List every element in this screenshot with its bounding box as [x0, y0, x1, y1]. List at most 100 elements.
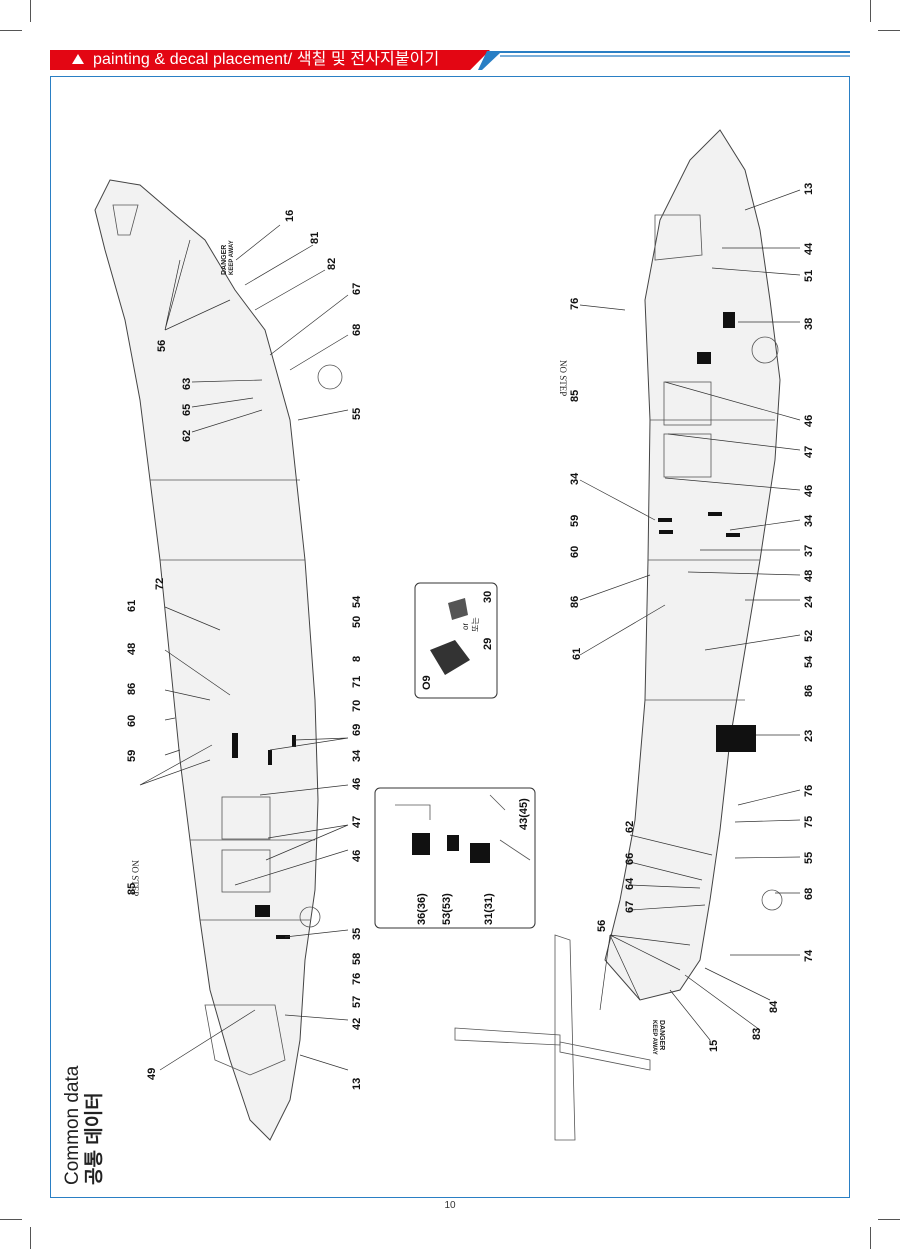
callout: 42 [351, 1018, 363, 1030]
callout: 75 [803, 816, 815, 828]
callout: 85 [126, 883, 138, 895]
callout: 46 [351, 850, 363, 862]
callout: 67 [351, 283, 363, 295]
callout: 59 [126, 750, 138, 762]
keep-away-stencil-bottom: KEEP AWAY [651, 1020, 657, 1055]
callout: 81 [309, 232, 321, 244]
inset-or-text: or [461, 623, 470, 630]
callout: 64 [624, 877, 636, 890]
page-title: painting & decal placement/ 색칠 및 전사지붙이기 [93, 51, 440, 68]
callout: 69 [351, 724, 363, 736]
keep-away-stencil: KEEP AWAY [229, 240, 235, 275]
callout: 13 [803, 183, 815, 195]
callout: 50 [351, 616, 363, 628]
callout: 72 [154, 578, 166, 590]
callout: 84 [768, 1000, 780, 1013]
callout: 15 [708, 1040, 720, 1052]
callout: 46 [803, 485, 815, 497]
callout: 58 [351, 953, 363, 965]
callout: 16 [284, 210, 296, 222]
callout: 48 [126, 643, 138, 655]
callout: 63 [181, 378, 193, 390]
mask-inset: or 또는 [414, 582, 498, 699]
callout: 65 [181, 404, 193, 416]
callout: 70 [351, 700, 363, 712]
callout: 86 [803, 685, 815, 697]
callout: 55 [803, 852, 815, 864]
crop-mark [870, 0, 871, 22]
callout: 60 [126, 715, 138, 727]
top-view-callouts: 16 81 82 67 68 55 56 63 65 62 72 61 54 5… [126, 210, 363, 1090]
detail-inset [374, 787, 536, 929]
crop-mark [30, 0, 31, 22]
header-arrow-icon [72, 54, 84, 64]
callout: 54 [803, 655, 815, 668]
callout: O9 [421, 675, 433, 690]
callout: 35 [351, 928, 363, 940]
callout: 38 [803, 318, 815, 330]
no-step-stencil-bottom: NO STEP [558, 360, 568, 396]
callout: 8 [351, 656, 363, 662]
callout: 56 [156, 340, 168, 352]
callout: 47 [803, 446, 815, 458]
callout: 61 [571, 648, 583, 660]
callout: 57 [351, 996, 363, 1008]
crop-mark [0, 1219, 22, 1220]
callout: 23 [803, 730, 815, 742]
crop-mark [878, 1219, 900, 1220]
callout: 71 [351, 676, 363, 688]
callout: 46 [803, 415, 815, 427]
callout: 66 [624, 853, 636, 865]
crop-mark [878, 30, 900, 31]
callout: 52 [803, 630, 815, 642]
callout: 49 [146, 1068, 158, 1080]
page-number: 10 [444, 1200, 456, 1211]
callout: 76 [569, 298, 581, 310]
callout: 76 [803, 785, 815, 797]
callout: 55 [351, 408, 363, 420]
crop-mark [870, 1227, 871, 1249]
danger-stencil-bottom: DANGER [658, 1020, 665, 1050]
content-frame [50, 76, 850, 1198]
callout: 56 [596, 920, 608, 932]
callout: 60 [569, 546, 581, 558]
callout: 86 [126, 683, 138, 695]
helicopter-top-view: DANGER KEEP AWAY NO STEP [94, 179, 343, 1141]
callout: 68 [351, 324, 363, 336]
callout: 44 [803, 242, 815, 255]
callout: 46 [351, 778, 363, 790]
inset-callouts: 29 30 O9 [421, 591, 494, 690]
callout: 62 [624, 821, 636, 833]
callout: 86 [569, 596, 581, 608]
callout: 82 [326, 258, 338, 270]
helicopter-bottom-view: DANGER KEEP AWAY NO STEP [454, 129, 783, 1141]
callout: 74 [803, 949, 815, 962]
crop-mark [0, 30, 22, 31]
header-banner [50, 50, 490, 70]
callout: 68 [803, 888, 815, 900]
callout: 31(31) [483, 893, 495, 925]
callout: 85 [569, 390, 581, 402]
leader-lines [139, 189, 801, 1071]
callout: 83 [751, 1028, 763, 1040]
callout: 47 [351, 816, 363, 828]
callout: 67 [624, 901, 636, 913]
crop-mark [30, 1227, 31, 1249]
callout: 37 [803, 545, 815, 557]
danger-stencil: DANGER [221, 245, 228, 275]
callout: 36(36) [416, 893, 428, 925]
callout: 54 [351, 595, 363, 608]
callout: 34 [351, 749, 363, 762]
callout: 62 [181, 430, 193, 442]
callout: 29 [482, 638, 494, 650]
callout: 13 [351, 1078, 363, 1090]
callout: 51 [803, 270, 815, 282]
callout: 43(45) [518, 798, 530, 830]
callout: 53(53) [441, 893, 453, 925]
callout: 34 [803, 514, 815, 527]
inset-or-text-ko: 또는 [471, 617, 480, 632]
callout: 30 [482, 591, 494, 603]
callout: 48 [803, 570, 815, 582]
callout: 24 [803, 595, 815, 608]
